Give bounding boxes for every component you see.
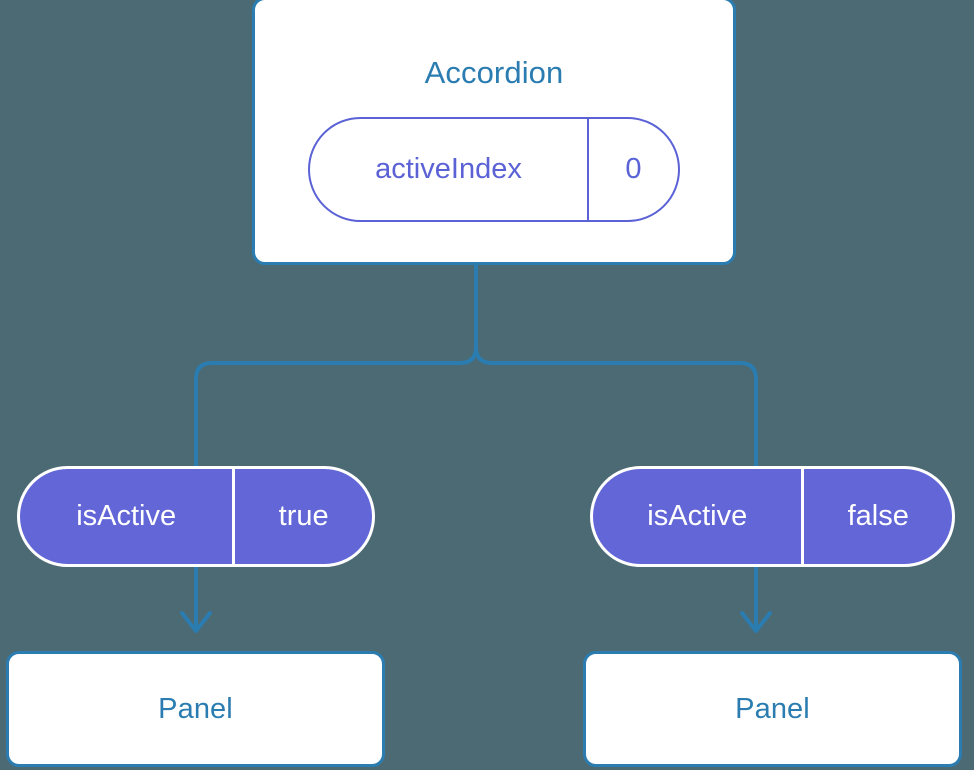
prop-value-label: false [801,469,952,564]
panel-component-card-right[interactable]: Panel [583,651,962,767]
connector-root-to-right-pill [474,265,758,466]
connector-root-to-left-pill [194,265,478,466]
prop-pill-is-active-true[interactable]: isActive true [17,466,375,567]
arrow-right-head-icon [740,611,772,633]
panel-title-left: Panel [158,692,233,725]
arrow-left-head-icon [180,611,212,633]
prop-value-label: true [232,469,372,564]
state-key-label: activeIndex [375,153,522,185]
panel-title-right: Panel [735,692,810,725]
state-value-label: 0 [586,119,678,220]
prop-pill-is-active-false[interactable]: isActive false [590,466,955,567]
prop-key-label: isActive [647,500,748,532]
prop-key-label: isActive [76,500,177,532]
panel-component-card-left[interactable]: Panel [6,651,385,767]
state-pill-active-index[interactable]: activeIndex 0 [308,117,680,222]
accordion-title: Accordion [424,55,564,90]
